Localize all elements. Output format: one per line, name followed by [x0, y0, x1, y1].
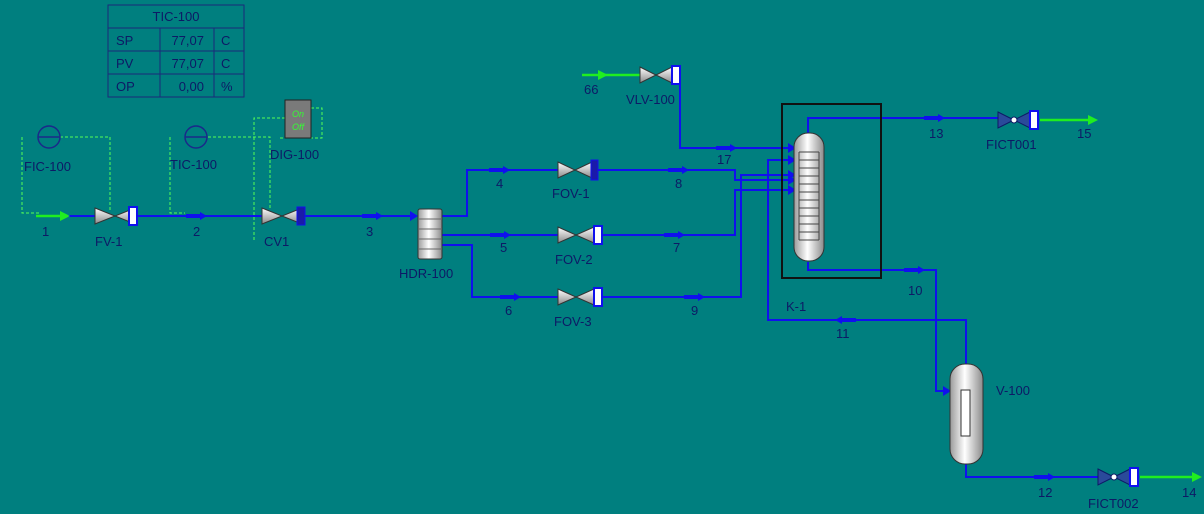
valve-vlv-100[interactable]: VLV-100: [626, 65, 681, 107]
stream-label-14[interactable]: 14: [1182, 485, 1196, 500]
valve-fict002[interactable]: FICT002: [1088, 467, 1139, 511]
valve-vlv-100-label: VLV-100: [626, 92, 675, 107]
valve-fv-1-label: FV-1: [95, 234, 122, 249]
stream-label-5[interactable]: 5: [500, 240, 507, 255]
stream-1-arrow: [60, 211, 70, 221]
stream-label-15[interactable]: 15: [1077, 126, 1091, 141]
column-k-1-label: K-1: [786, 299, 806, 314]
control-signal-lines: [21, 107, 323, 240]
table-value-sp: 77,07: [171, 33, 204, 48]
separator-v-100[interactable]: V-100: [949, 363, 1030, 465]
dig-100-label: DIG-100: [270, 147, 319, 162]
stream-label-2[interactable]: 2: [193, 224, 200, 239]
column-subflowsheet-border: [781, 103, 882, 279]
header-hdr-100-label: HDR-100: [399, 266, 453, 281]
valve-cv1[interactable]: CV1: [261, 206, 306, 249]
table-unit-op: %: [221, 79, 233, 94]
stream-label-12[interactable]: 12: [1038, 485, 1052, 500]
stream-label-7[interactable]: 7: [673, 240, 680, 255]
stream-label-3[interactable]: 3: [366, 224, 373, 239]
valve-cv1-label: CV1: [264, 234, 289, 249]
stream-label-66[interactable]: 66: [584, 82, 598, 97]
valve-fv-1[interactable]: FV-1: [94, 206, 138, 249]
stream-label-10[interactable]: 10: [908, 283, 922, 298]
dig-on-label: On: [292, 109, 304, 119]
stream-label-1[interactable]: 1: [42, 224, 49, 239]
table-label-sp: SP: [116, 33, 133, 48]
dig-off-label: Off: [292, 122, 306, 132]
stream-14-arrow: [1192, 472, 1202, 482]
tic-100-label: TIC-100: [170, 157, 217, 172]
stream-arrows: [186, 114, 1055, 481]
stream-labels: 1 2 3 4 5 6 7 8 9 10 11 12 13 14 15 17 6…: [42, 82, 1196, 500]
table-unit-pv: C: [221, 56, 230, 71]
stream-label-6[interactable]: 6: [505, 303, 512, 318]
column-k-1[interactable]: K-1: [781, 103, 882, 314]
header-hdr-100[interactable]: HDR-100: [399, 208, 453, 281]
valve-fov-2[interactable]: FOV-2: [555, 225, 603, 267]
stream-label-8[interactable]: 8: [675, 176, 682, 191]
separator-v-100-label: V-100: [996, 383, 1030, 398]
valve-fict001[interactable]: FICT001: [986, 110, 1039, 152]
fic-100-label: FIC-100: [24, 159, 71, 174]
dig-100-switch[interactable]: On Off DIG-100: [270, 99, 319, 162]
controller-faceplate-table[interactable]: TIC-100 SP 77,07 C PV 77,07 C OP 0,00 %: [107, 4, 245, 98]
valve-fov-1[interactable]: FOV-1: [552, 159, 599, 201]
tic-100-controller[interactable]: TIC-100: [170, 125, 217, 172]
stream-15-arrow: [1088, 115, 1098, 125]
valve-fov-3[interactable]: FOV-3: [554, 287, 603, 329]
fic-100-controller[interactable]: FIC-100: [24, 125, 71, 174]
table-label-op: OP: [116, 79, 135, 94]
stream-label-9[interactable]: 9: [691, 303, 698, 318]
table-unit-sp: C: [221, 33, 230, 48]
stream-66-arrow: [598, 70, 608, 80]
stream-label-17[interactable]: 17: [717, 152, 731, 167]
feed-streams: [36, 70, 1202, 482]
table-label-pv: PV: [116, 56, 134, 71]
table-value-op: 0,00: [179, 79, 204, 94]
valve-fov-2-label: FOV-2: [555, 252, 593, 267]
table-title: TIC-100: [153, 9, 200, 24]
stream-label-11[interactable]: 11: [836, 326, 850, 341]
valve-fict002-label: FICT002: [1088, 496, 1139, 511]
valve-fov-1-label: FOV-1: [552, 186, 590, 201]
valve-fov-3-label: FOV-3: [554, 314, 592, 329]
valve-fict001-label: FICT001: [986, 137, 1037, 152]
stream-label-13[interactable]: 13: [929, 126, 943, 141]
stream-label-4[interactable]: 4: [496, 176, 503, 191]
table-value-pv: 77,07: [171, 56, 204, 71]
